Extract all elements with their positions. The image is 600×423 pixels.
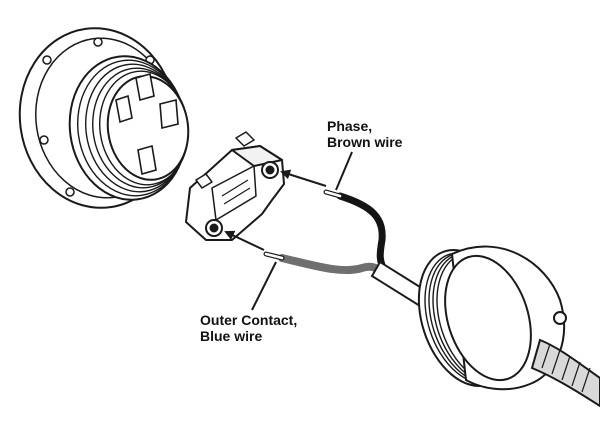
phase-arrow [280,169,327,187]
terminal-screw-top [261,161,279,179]
rear-cap [417,245,600,408]
phase-label-line2: Brown wire [327,134,403,150]
phase-leader-line [335,151,353,191]
cable-ribs [541,343,591,393]
outer-arrow [224,230,265,251]
terminal-block [185,131,285,241]
cable-jacket [530,338,600,408]
brown-wire [336,192,390,276]
outer-contact-blue-wire-label: Outer Contact, Blue wire [200,312,297,344]
outer-leader-line [251,261,277,311]
cable-gland-nut [553,311,567,325]
blue-wire [278,254,390,280]
terminal-screw-bottom [205,219,223,237]
ring-tabs [115,72,179,176]
leader-arrows [224,151,353,311]
outer-contact-label-line1: Outer Contact, [200,312,298,328]
threaded-ring [18,27,190,209]
wires [263,189,430,308]
phase-label-line1: Phase, [327,118,373,134]
outer-contact-label-line2: Blue wire [200,328,263,344]
terminal-top-face [231,145,283,167]
phase-brown-wire-label: Phase, Brown wire [327,118,402,150]
cap-front-face [444,254,532,382]
